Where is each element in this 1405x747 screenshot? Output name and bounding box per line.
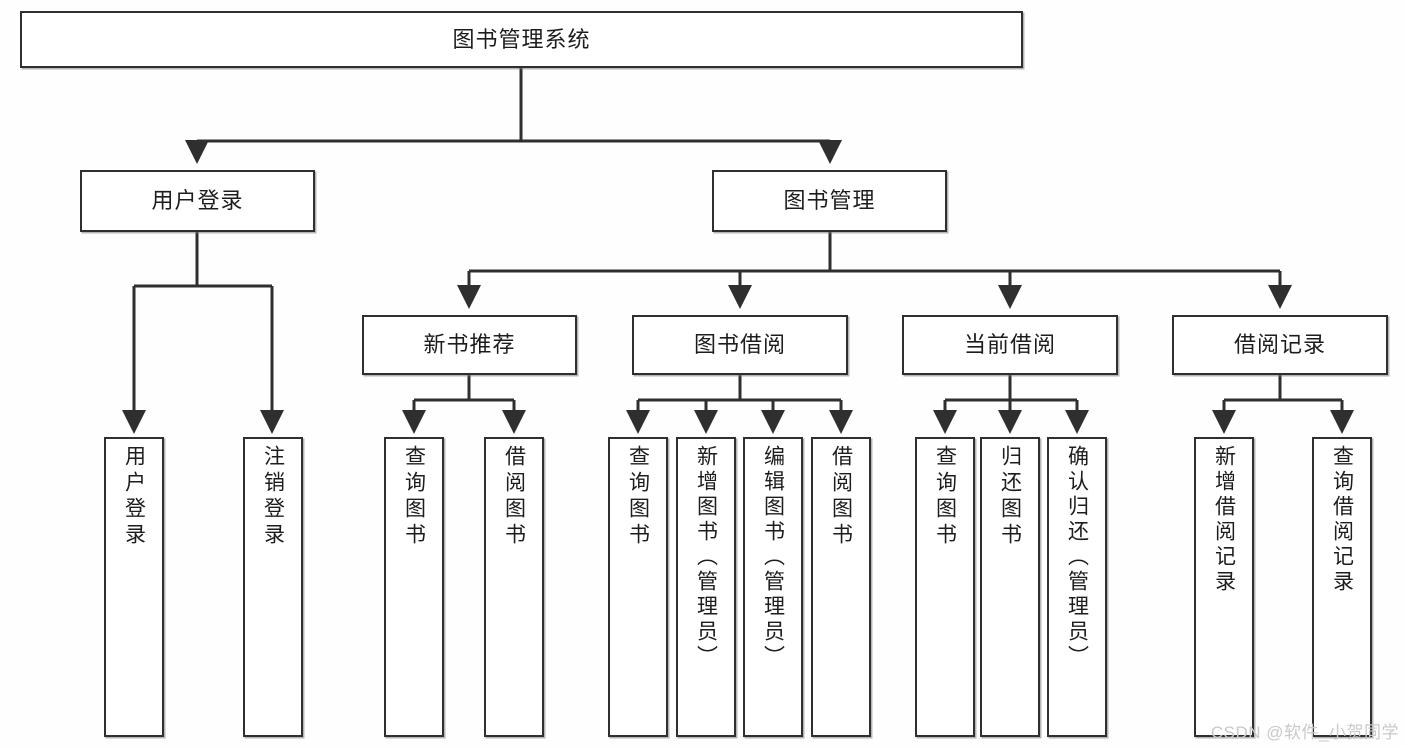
leaf-confirm-return[interactable]: 确认归还（管理员） — [1047, 437, 1107, 737]
leaf-borrow-book-2[interactable]: 借阅图书 — [811, 437, 871, 737]
node-borrow-record-label: 借阅记录 — [1233, 332, 1326, 358]
leaf-return-book[interactable]: 归还图书 — [980, 437, 1040, 737]
leaf-edit-book-label: 编辑图书（管理员） — [761, 445, 785, 670]
node-root[interactable]: 图书管理系统 — [20, 11, 1023, 68]
leaf-return-book-label: 归还图书 — [998, 445, 1022, 549]
csdn-watermark: CSDN @软件_小贺同学 — [1210, 723, 1399, 742]
node-user-login-label: 用户登录 — [151, 188, 244, 214]
leaf-add-book-label: 新增图书（管理员） — [694, 445, 718, 670]
node-book-manage-label: 图书管理 — [783, 188, 876, 214]
leaf-query-book-3[interactable]: 查询图书 — [915, 437, 975, 737]
leaf-query-book-3-label: 查询图书 — [933, 445, 957, 549]
leaf-query-record[interactable]: 查询借阅记录 — [1312, 437, 1372, 737]
node-new-book-recommend[interactable]: 新书推荐 — [362, 315, 577, 375]
node-current-borrow-label: 当前借阅 — [963, 332, 1056, 358]
leaf-confirm-return-label: 确认归还（管理员） — [1065, 445, 1089, 670]
node-borrow-record[interactable]: 借阅记录 — [1172, 315, 1388, 375]
leaf-add-record[interactable]: 新增借阅记录 — [1194, 437, 1254, 737]
leaf-add-book[interactable]: 新增图书（管理员） — [676, 437, 736, 737]
leaf-query-book-2-label: 查询图书 — [626, 445, 650, 549]
leaf-query-book-1[interactable]: 查询图书 — [384, 437, 444, 737]
leaf-user-login[interactable]: 用户登录 — [104, 437, 164, 737]
leaf-edit-book[interactable]: 编辑图书（管理员） — [743, 437, 803, 737]
node-root-label: 图书管理系统 — [452, 26, 591, 52]
leaf-borrow-book-1[interactable]: 借阅图书 — [484, 437, 544, 737]
leaf-query-book-2[interactable]: 查询图书 — [608, 437, 668, 737]
node-book-borrow[interactable]: 图书借阅 — [632, 315, 848, 375]
node-user-login[interactable]: 用户登录 — [80, 170, 315, 232]
leaf-add-record-label: 新增借阅记录 — [1212, 445, 1236, 595]
node-book-manage[interactable]: 图书管理 — [712, 170, 947, 232]
node-book-borrow-label: 图书借阅 — [693, 332, 786, 358]
leaf-user-logout[interactable]: 注销登录 — [243, 437, 303, 737]
node-new-book-recommend-label: 新书推荐 — [423, 332, 516, 358]
leaf-user-login-label: 用户登录 — [122, 445, 146, 549]
node-current-borrow[interactable]: 当前借阅 — [902, 315, 1118, 375]
leaf-query-record-label: 查询借阅记录 — [1330, 445, 1354, 595]
leaf-borrow-book-2-label: 借阅图书 — [829, 445, 853, 549]
leaf-borrow-book-1-label: 借阅图书 — [502, 445, 526, 549]
leaf-user-logout-label: 注销登录 — [261, 445, 285, 549]
leaf-query-book-1-label: 查询图书 — [402, 445, 426, 549]
